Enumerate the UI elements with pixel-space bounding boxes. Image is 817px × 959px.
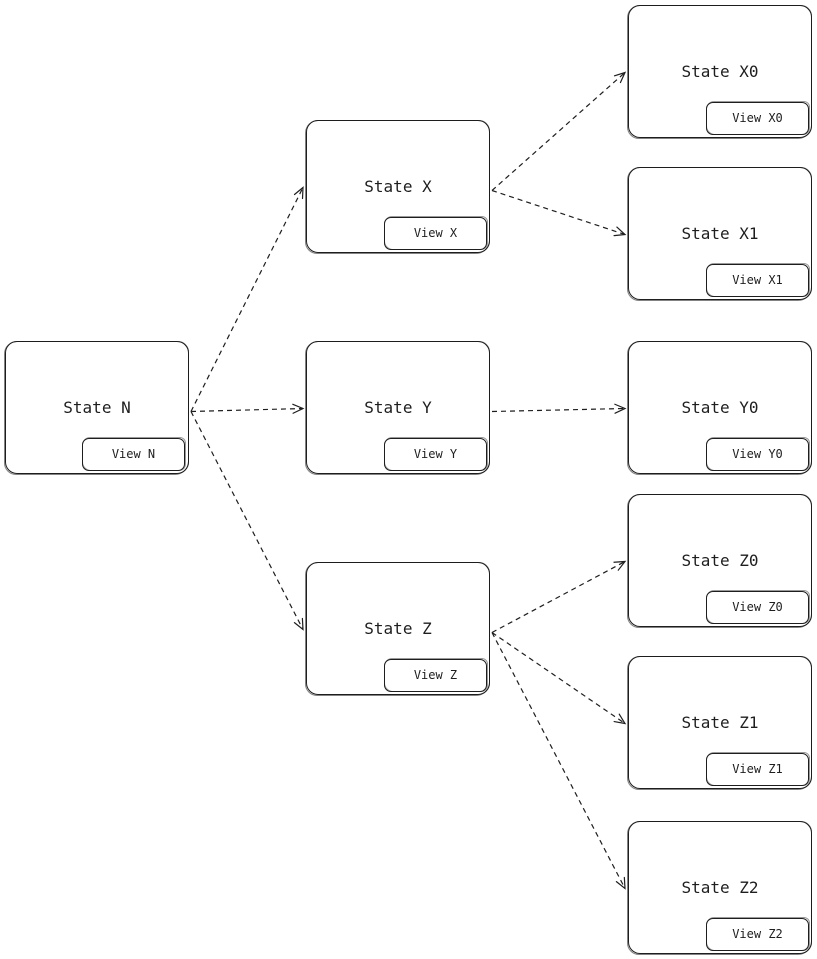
view-x-button[interactable]: View X <box>384 216 488 250</box>
state-node-x0: State X0 View X0 <box>627 5 812 139</box>
view-z2-button[interactable]: View Z2 <box>706 917 810 951</box>
arrow-z-to-z0 <box>491 560 626 634</box>
state-node-z0: State Z0 View Z0 <box>627 494 812 628</box>
arrowhead-z-to-z1 <box>613 713 627 725</box>
arrowhead-x-to-x1 <box>613 226 627 237</box>
state-label-z1: State Z1 <box>681 713 759 732</box>
arrow-z-to-z1 <box>491 632 626 724</box>
view-n-button[interactable]: View N <box>82 437 186 471</box>
state-node-y: State Y View Y <box>305 341 490 475</box>
state-label-z0: State Z0 <box>681 551 759 570</box>
arrowhead-y-to-y0 <box>614 403 627 414</box>
view-z-button[interactable]: View Z <box>384 658 488 692</box>
state-node-x: State X View X <box>305 120 490 254</box>
arrow-x-to-x1 <box>491 189 626 236</box>
view-z1-button[interactable]: View Z1 <box>706 752 810 786</box>
view-y-button[interactable]: View Y <box>384 437 488 471</box>
state-label-z2: State Z2 <box>681 878 759 897</box>
arrowhead-n-to-z <box>293 617 304 631</box>
arrow-x-to-x0 <box>491 72 626 191</box>
state-node-z1: State Z1 View Z1 <box>627 656 812 790</box>
state-label-x1: State X1 <box>681 224 759 243</box>
state-node-z: State Z View Z <box>305 562 490 696</box>
state-label-x0: State X0 <box>681 62 759 81</box>
state-label-z: State Z <box>364 619 432 638</box>
state-node-z2: State Z2 View Z2 <box>627 821 812 955</box>
arrowhead-z-to-z2 <box>615 876 626 890</box>
view-y0-button[interactable]: View Y0 <box>706 437 810 471</box>
state-label-x: State X <box>364 177 432 196</box>
state-node-n: State N View N <box>4 341 189 475</box>
arrowhead-z-to-z0 <box>613 560 627 571</box>
state-node-y0: State Y0 View Y0 <box>627 341 812 475</box>
arrow-n-to-z <box>190 411 304 630</box>
arrow-n-to-x <box>190 187 304 412</box>
arrow-y-to-y0 <box>491 407 626 413</box>
arrowhead-n-to-y <box>292 403 305 414</box>
state-label-y: State Y <box>364 398 432 417</box>
arrowhead-n-to-x <box>293 186 304 200</box>
state-label-y0: State Y0 <box>681 398 759 417</box>
state-node-x1: State X1 View X1 <box>627 167 812 301</box>
arrow-z-to-z2 <box>491 632 626 889</box>
arrowhead-x-to-x0 <box>613 71 627 84</box>
view-x1-button[interactable]: View X1 <box>706 263 810 297</box>
state-label-n: State N <box>63 398 131 417</box>
arrow-n-to-y <box>190 407 304 413</box>
view-z0-button[interactable]: View Z0 <box>706 590 810 624</box>
view-x0-button[interactable]: View X0 <box>706 101 810 135</box>
